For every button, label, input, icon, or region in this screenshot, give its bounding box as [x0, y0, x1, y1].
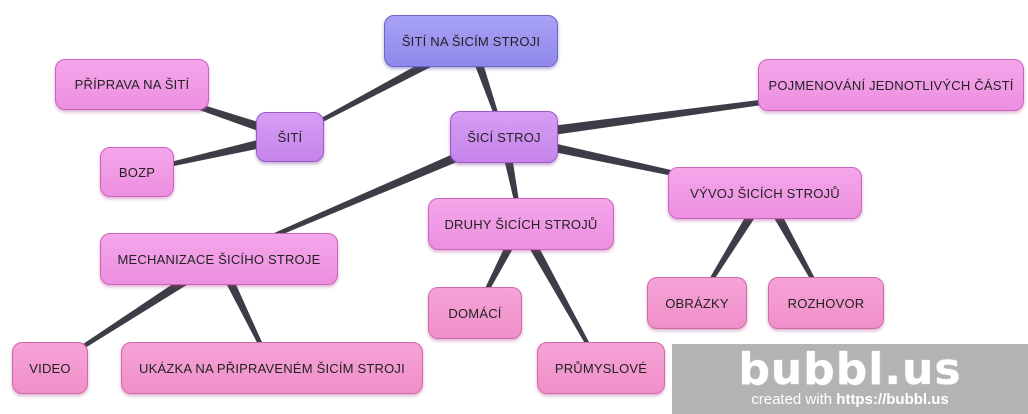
node-rozhovor[interactable]: ROZHOVOR [768, 277, 884, 329]
connector-sici-stroj-mechanizace [218, 132, 506, 261]
node-bozp[interactable]: BOZP [100, 147, 174, 197]
node-obrazky[interactable]: OBRÁZKY [647, 277, 747, 329]
node-prumyslove[interactable]: PRŮMYSLOVÉ [537, 342, 665, 394]
node-pojmenovani[interactable]: POJMENOVÁNÍ JEDNOTLIVÝCH ČÁSTÍ [758, 59, 1024, 111]
node-root[interactable]: ŠITÍ NA ŠICÍM STROJI [384, 15, 558, 67]
watermark-url[interactable]: https://bubbl.us [836, 391, 949, 408]
connector-siti-bozp [136, 132, 292, 174]
node-sici-stroj[interactable]: ŠICÍ STROJ [450, 111, 558, 163]
node-druhy[interactable]: DRUHY ŠICÍCH STROJŮ [428, 198, 614, 250]
connector-druhy-prumyslove [516, 221, 603, 369]
watermark-caption: created with https://bubbl.us [751, 391, 949, 409]
node-priprava[interactable]: PŘÍPRAVA NA ŠITÍ [55, 59, 209, 110]
node-ukazka[interactable]: UKÁZKA NA PŘIPRAVENÉM ŠICÍM STROJI [121, 342, 423, 394]
node-domaci[interactable]: DOMÁCÍ [428, 287, 522, 339]
node-mechanizace[interactable]: MECHANIZACE ŠICÍHO STROJE [100, 233, 338, 285]
bubbl-watermark: bubbl.us created with https://bubbl.us [672, 344, 1028, 414]
watermark-created-text: created with [751, 391, 833, 408]
node-vyvoj[interactable]: VÝVOJ ŠICÍCH STROJŮ [668, 167, 862, 219]
node-video[interactable]: VIDEO [12, 342, 88, 394]
node-siti[interactable]: ŠITÍ [256, 112, 324, 162]
bubbl-logo: bubbl.us [738, 344, 962, 395]
